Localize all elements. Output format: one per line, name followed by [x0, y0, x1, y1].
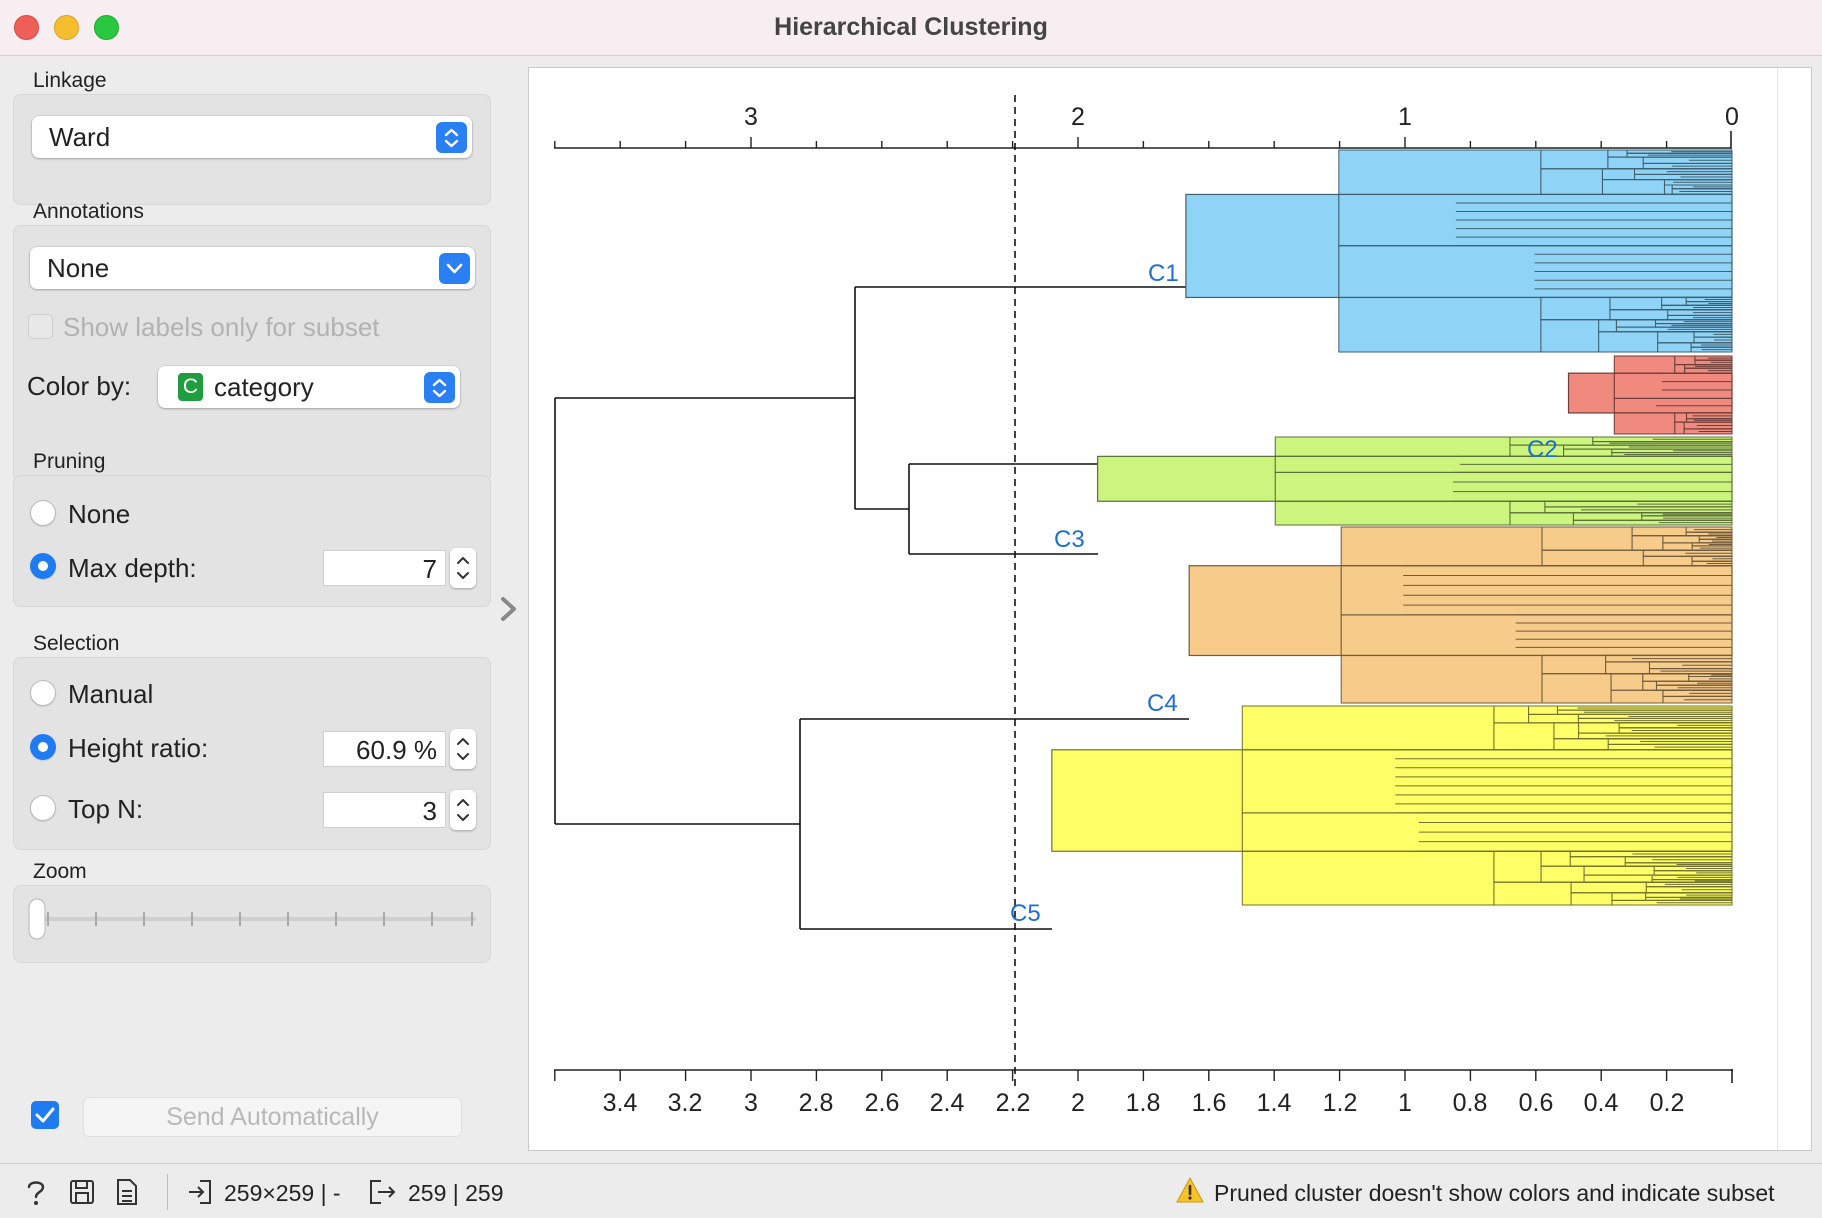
zoom-window-button[interactable]	[94, 15, 119, 40]
annotations-box: None Show labels only for subset Color b…	[13, 225, 491, 483]
color-by-value: category	[214, 372, 314, 402]
max-depth-input[interactable]: 7	[323, 550, 446, 586]
control-panel: Linkage Ward Annotations None Show label…	[0, 57, 505, 1162]
input-icon	[186, 1178, 214, 1211]
input-summary: 259×259 | -	[224, 1180, 341, 1206]
linkage-combo[interactable]: Ward	[32, 116, 472, 158]
warning-message: Pruned cluster doesn't show colors and i…	[1214, 1180, 1775, 1206]
linkage-box: Ward	[13, 94, 491, 205]
zoom-box	[13, 885, 491, 963]
selection-top-n-label: Top N:	[68, 794, 144, 824]
help-icon[interactable]	[24, 1178, 48, 1211]
zoom-slider-handle[interactable]	[28, 898, 46, 940]
top-n-spinbox[interactable]: 3	[323, 790, 478, 830]
window-title: Hierarchical Clustering	[774, 13, 1048, 41]
zoom-slider[interactable]	[14, 886, 492, 964]
collapse-panel-arrow-icon[interactable]	[498, 594, 522, 624]
report-icon[interactable]	[115, 1178, 139, 1211]
close-window-button[interactable]	[14, 15, 39, 40]
chevron-down-icon	[439, 253, 470, 284]
subset-labels-checkbox[interactable]	[28, 314, 53, 339]
dendrogram-scrollbar[interactable]	[1777, 68, 1778, 1150]
selection-manual-radio[interactable]	[30, 680, 56, 706]
pruning-box: None Max depth: 7	[13, 475, 491, 607]
annotations-combo[interactable]: None	[30, 247, 475, 289]
titlebar: Hierarchical Clustering	[0, 0, 1822, 56]
save-icon[interactable]	[68, 1178, 96, 1211]
annotations-label: Annotations	[33, 200, 144, 223]
max-depth-spinbox[interactable]: 7	[323, 548, 478, 588]
categorical-variable-icon: C	[178, 373, 203, 401]
height-ratio-spinbox[interactable]: 60.9 %	[323, 729, 478, 769]
selection-box: Manual Height ratio: 60.9 % Top N: 3	[13, 657, 491, 850]
send-automatically-button[interactable]: Send Automatically	[83, 1097, 462, 1137]
warning-icon	[1175, 1176, 1205, 1209]
stepper-arrows-icon[interactable]	[450, 729, 476, 769]
pruning-none-label: None	[68, 499, 131, 529]
selection-top-n-radio[interactable]	[30, 795, 56, 821]
updown-icon	[436, 122, 467, 153]
send-automatically-checkbox[interactable]	[31, 1101, 59, 1129]
status-divider	[167, 1174, 168, 1210]
output-icon	[368, 1178, 398, 1211]
zoom-label: Zoom	[33, 860, 87, 883]
minimize-window-button[interactable]	[54, 15, 79, 40]
selection-label: Selection	[33, 632, 120, 655]
pruning-label: Pruning	[33, 450, 106, 473]
stepper-arrows-icon[interactable]	[450, 548, 476, 588]
selection-height-ratio-radio[interactable]	[30, 734, 56, 760]
annotations-value: None	[47, 253, 110, 283]
color-by-combo[interactable]: C category	[158, 366, 460, 408]
selection-manual-label: Manual	[68, 679, 154, 709]
dendrogram-view[interactable]	[528, 67, 1812, 1151]
color-by-label: Color by:	[27, 371, 132, 401]
pruning-max-depth-label: Max depth:	[68, 553, 197, 583]
top-n-input[interactable]: 3	[323, 792, 446, 828]
pruning-max-depth-radio[interactable]	[30, 553, 56, 579]
linkage-value: Ward	[49, 122, 111, 152]
linkage-label: Linkage	[33, 69, 107, 92]
height-ratio-input[interactable]: 60.9 %	[323, 731, 446, 767]
pruning-none-radio[interactable]	[30, 500, 56, 526]
status-bar: 259×259 | - 259 | 259 Pruned cluster doe…	[0, 1163, 1822, 1218]
selection-height-ratio-label: Height ratio:	[68, 733, 209, 763]
output-summary: 259 | 259	[408, 1180, 504, 1206]
subset-labels-label: Show labels only for subset	[63, 312, 380, 342]
stepper-arrows-icon[interactable]	[450, 790, 476, 830]
updown-icon	[424, 372, 455, 403]
